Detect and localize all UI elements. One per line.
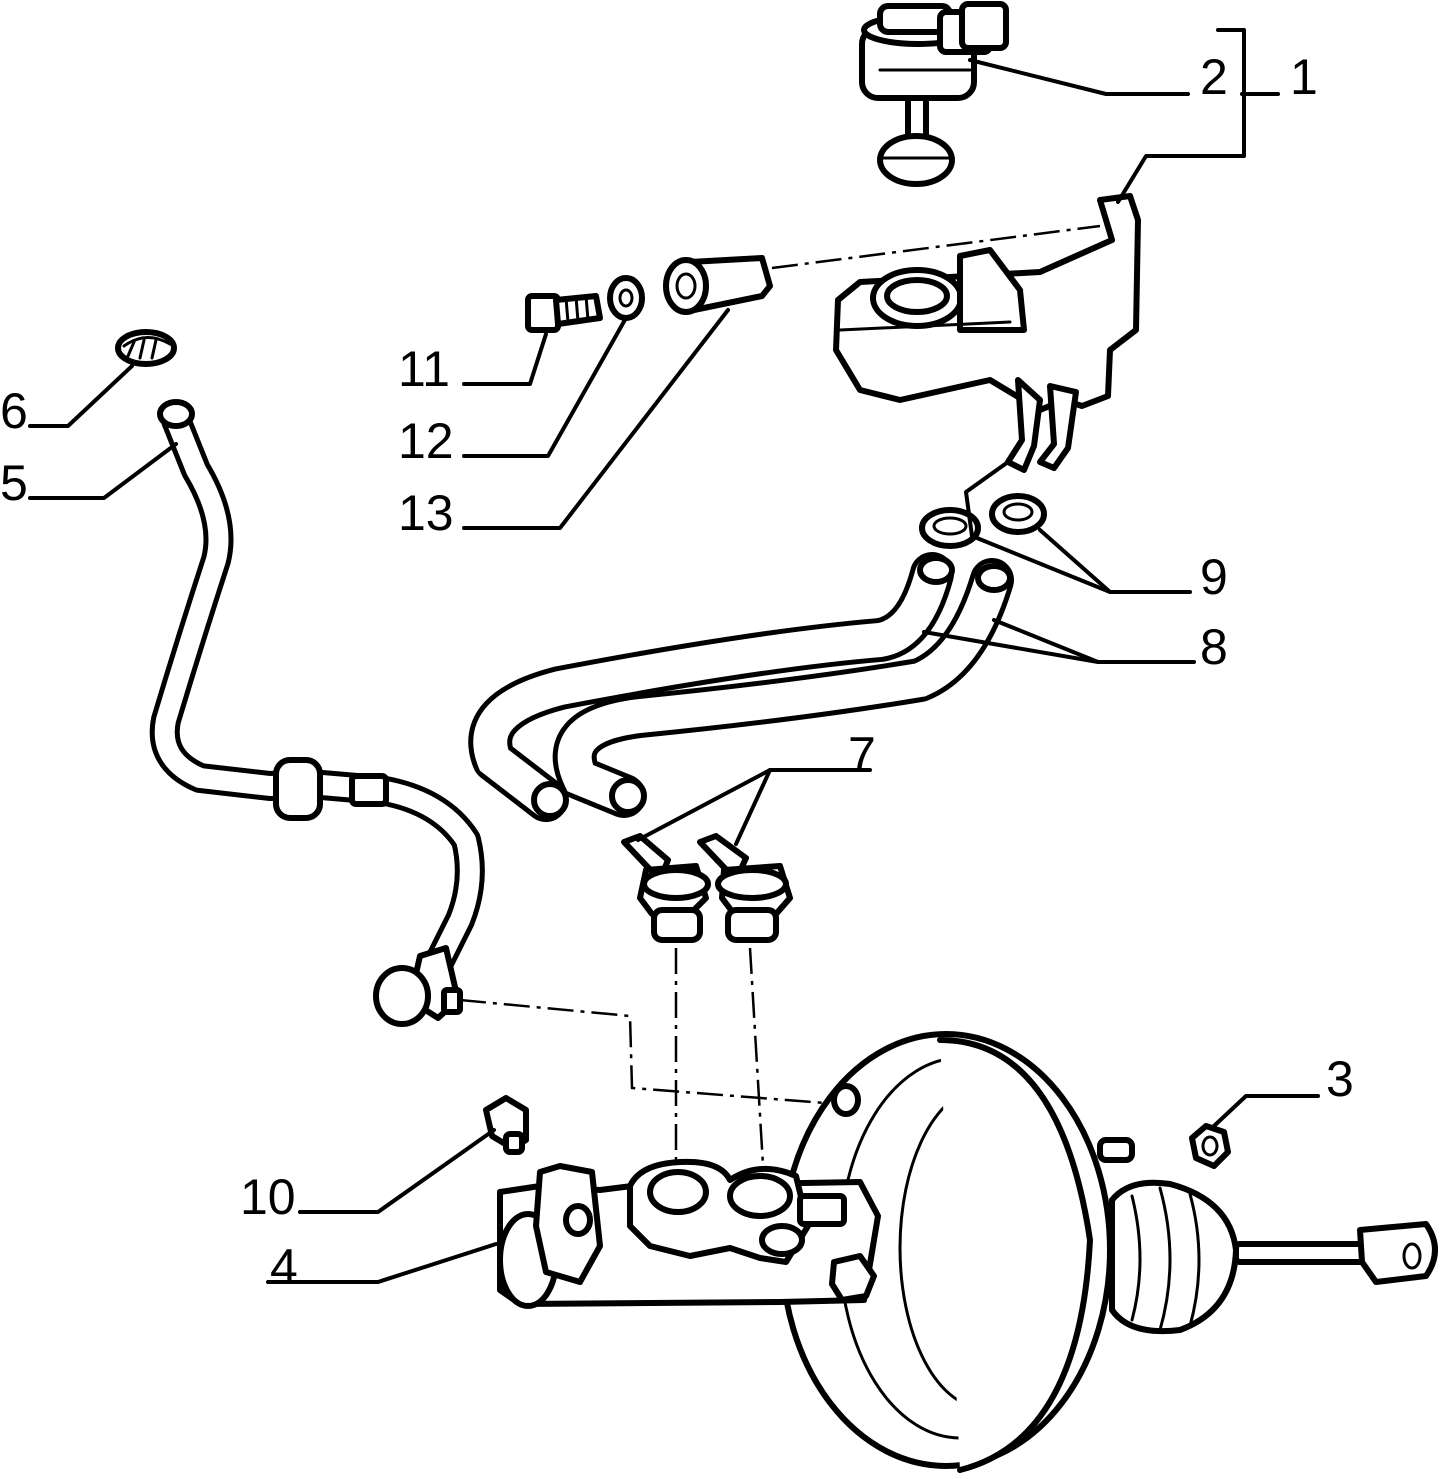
callout-8: 8 xyxy=(1200,619,1228,675)
callout-12: 12 xyxy=(398,413,454,469)
part-fluid-reservoir[interactable] xyxy=(833,193,1141,473)
assembly-line-pipe xyxy=(459,998,839,1106)
callout-9: 9 xyxy=(1200,549,1228,605)
callout-labels: 1 2 3 4 5 6 7 8 9 10 11 12 13 xyxy=(0,49,1354,1295)
assembly-line-grommet-right xyxy=(748,947,766,1183)
callout-11: 11 xyxy=(398,341,450,397)
callout-4: 4 xyxy=(270,1239,298,1295)
callout-6: 6 xyxy=(0,383,28,439)
assembly-line-bushing xyxy=(771,224,1101,270)
callout-13: 13 xyxy=(398,485,454,541)
part-bushing[interactable] xyxy=(663,255,773,315)
part-reservoir-cap[interactable] xyxy=(859,1,1009,187)
part-brake-booster[interactable] xyxy=(779,1031,1438,1473)
part-washer[interactable] xyxy=(607,275,645,321)
part-elbow-connectors[interactable] xyxy=(621,833,793,943)
part-feed-hoses[interactable] xyxy=(468,552,1014,822)
callout-5: 5 xyxy=(0,455,28,511)
callout-10: 10 xyxy=(240,1169,296,1225)
part-bolt[interactable] xyxy=(525,293,603,333)
leader-lines xyxy=(28,28,1320,1284)
part-bleed-screw[interactable] xyxy=(483,1095,529,1155)
callout-7: 7 xyxy=(848,727,876,783)
callout-1: 1 xyxy=(1290,49,1318,105)
part-hose-clamp-pair[interactable] xyxy=(919,493,1047,549)
callout-2: 2 xyxy=(1200,49,1228,105)
part-brake-pipe[interactable] xyxy=(149,399,485,1027)
callout-3: 3 xyxy=(1326,1051,1354,1107)
part-hose-clamp-small[interactable] xyxy=(115,329,177,367)
part-master-cylinder[interactable] xyxy=(497,1158,881,1309)
part-nut[interactable] xyxy=(1189,1123,1231,1169)
